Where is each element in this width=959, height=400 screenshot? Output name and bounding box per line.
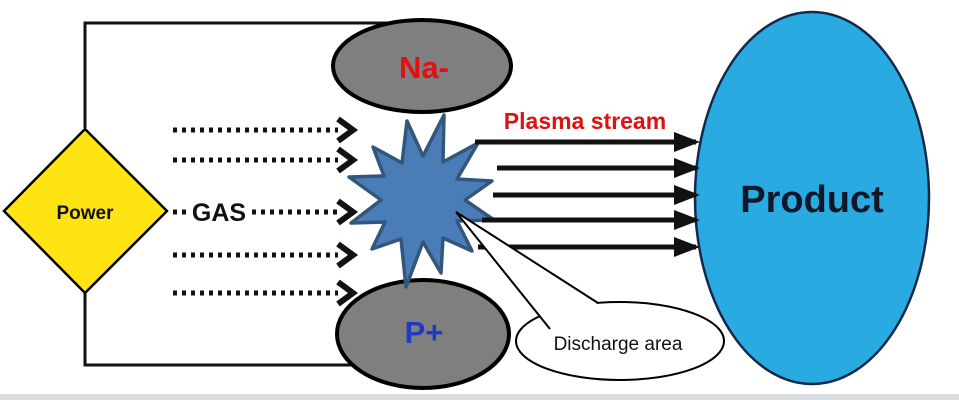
gas-arrowhead-icon <box>336 241 359 269</box>
power-diamond <box>2 127 169 295</box>
discharge-starburst <box>347 113 496 289</box>
anode-label: P+ <box>405 315 444 350</box>
power-label: Power <box>56 203 114 224</box>
cathode-ellipse <box>331 18 513 114</box>
plasma-stream-arrows <box>475 132 700 257</box>
gas-arrowhead-icon <box>336 146 359 174</box>
plasma-stream-label: Plasma stream <box>504 108 666 134</box>
gas-flow-arrows <box>173 116 359 307</box>
discharge-area-label: Discharge area <box>554 334 683 355</box>
discharge-callout-tail <box>455 211 599 330</box>
gas-arrowhead-icon <box>336 279 359 307</box>
circuit-wire-bottom <box>83 293 422 367</box>
gas-label: GAS <box>192 199 246 227</box>
discharge-callout <box>455 211 725 381</box>
gas-arrowhead-icon <box>336 116 359 144</box>
discharge-callout-bubble <box>515 301 725 381</box>
product-label: Product <box>740 179 884 221</box>
cathode-label: Na- <box>399 50 449 85</box>
anode-ellipse <box>335 278 511 390</box>
gas-arrowhead-icon <box>336 198 359 226</box>
circuit-wire-top <box>83 21 422 128</box>
bottom-edge <box>0 394 959 400</box>
